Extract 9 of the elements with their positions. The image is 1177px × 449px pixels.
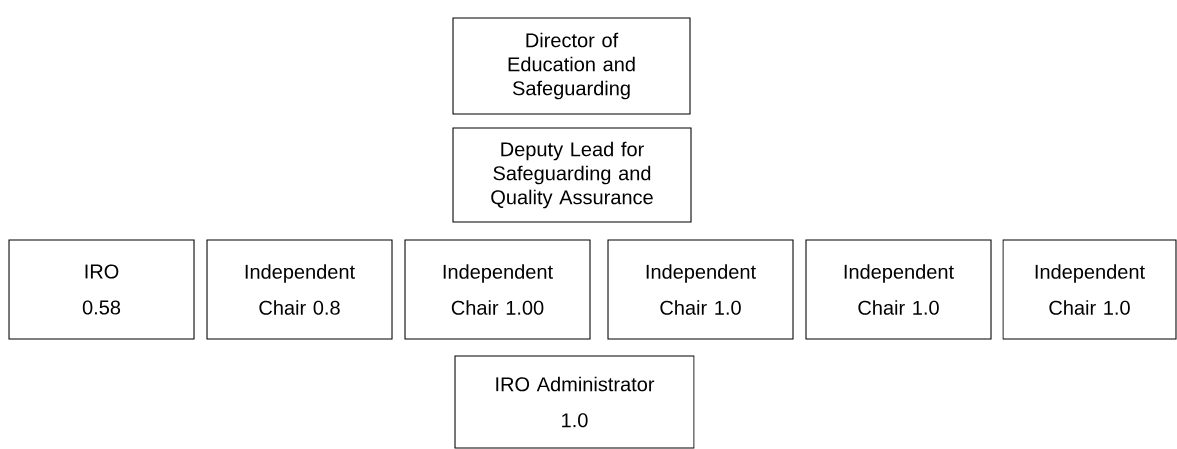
org-box: IRO 0.58 [8,239,195,340]
org-box: Independent Chair 1.00 [404,239,591,340]
org-box: Independent Chair 1.0 [607,239,794,340]
org-box: Independent Chair 0.8 [206,239,393,340]
org-box: Independent Chair 1.0 [1002,239,1177,340]
org-box: IRO Administrator 1.0 [454,355,695,449]
org-box: Director of Education and Safeguarding [452,17,691,115]
org-box: Independent Chair 1.0 [805,239,992,340]
org-box: Deputy Lead for Safeguarding and Quality Assurance [452,127,692,223]
